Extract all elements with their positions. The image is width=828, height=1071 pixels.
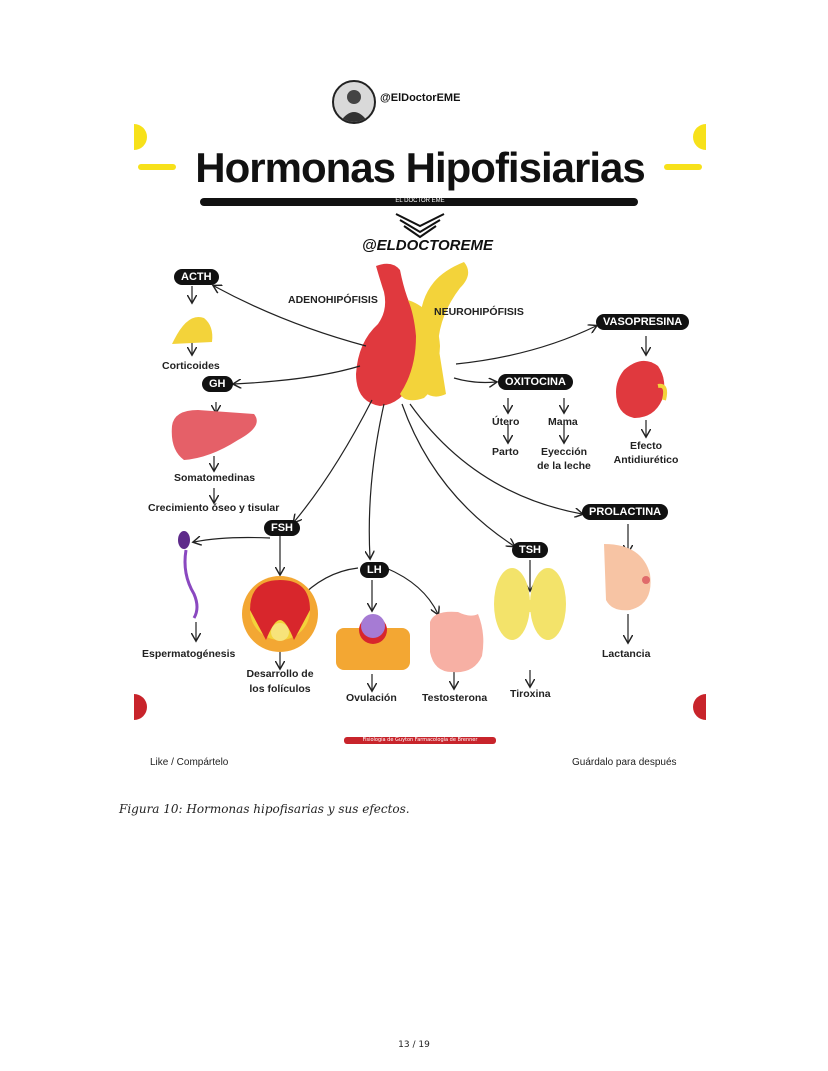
label-tiroxina: Tiroxina: [510, 688, 551, 700]
arrow-to-fsh: [294, 399, 373, 522]
pill-prolactina: PROLACTINA: [582, 504, 669, 520]
pill-acth: ACTH: [174, 269, 219, 285]
page-number: 13 / 19: [398, 1040, 430, 1050]
breast-shape: [604, 544, 651, 611]
label-desarrollo-2: los folículos: [249, 683, 311, 695]
sperm-shape: [178, 531, 199, 619]
label-utero: Útero: [492, 416, 520, 428]
figure-caption: Figura 10: Hormonas hipofisarias y sus e…: [119, 802, 410, 816]
thyroid-shape: [494, 568, 566, 640]
label-testosterona: Testosterona: [422, 692, 488, 704]
pill-vasopresina: VASOPRESINA: [596, 314, 690, 330]
kidney-shape: [616, 360, 668, 418]
ovulation-shape: [336, 614, 410, 670]
label-eyeccion-2: de la leche: [537, 460, 591, 472]
label-ovulacion: Ovulación: [346, 692, 397, 704]
corner-yellow-right: [693, 124, 706, 150]
label-espermatogenesis: Espermatogénesis: [142, 648, 236, 660]
arrow-fsh-to-sperm: [194, 538, 271, 543]
brand-handle: @ELDOCTOREME: [362, 237, 494, 254]
title-line-left: [138, 164, 176, 170]
label-eyeccion-1: Eyección: [540, 446, 588, 458]
pill-lh: LH: [360, 562, 389, 578]
infographic-title: Hormonas Hipofisiarias: [195, 144, 645, 191]
pill-tsh: TSH: [512, 542, 548, 558]
pituitary-gland: [356, 262, 469, 406]
label-mama: Mama: [548, 416, 578, 428]
label-neurohipofisis: NEUROHIPÓFISIS: [434, 306, 524, 318]
title-line-right: [664, 164, 702, 170]
corner-red-right: [693, 694, 706, 720]
references-banner: Fisiología de Guyton Farmacología de Bre…: [344, 737, 496, 744]
arrow-to-acth: [214, 286, 367, 347]
label-somatomedinas: Somatomedinas: [174, 472, 256, 484]
arrow-to-prolactina: [409, 403, 582, 514]
testis-shape: [430, 611, 484, 673]
corner-red-left: [134, 694, 147, 720]
footer-like: Like / Compártelo: [150, 757, 229, 768]
title-underline-bar: [200, 198, 638, 206]
corner-yellow-left: [134, 124, 147, 150]
pill-gh: GH: [202, 376, 233, 392]
arrow-to-vasopresina: [455, 326, 596, 365]
footer-save: Guárdalo para después: [572, 757, 677, 768]
label-corticoides: Corticoides: [162, 360, 220, 372]
arrow-to-tsh: [401, 403, 514, 546]
infographic-drawing: [134, 124, 706, 720]
label-parto: Parto: [492, 446, 519, 458]
arrow-lh-to-testis: [385, 567, 438, 614]
label-adenohipofisis: ADENOHIPÓFISIS: [288, 294, 378, 306]
label-crecimiento: Crecimiento óseo y tisular: [148, 502, 280, 514]
adrenal-gland-shape: [172, 316, 213, 344]
label-desarrollo-1: Desarrollo de: [246, 668, 314, 680]
liver-shape: [171, 410, 257, 460]
infographic-figure: @ElDoctorEME Hormonas Hipofisiarias EL D…: [134, 74, 706, 774]
title-sublabel: EL DOCTOR EME: [395, 198, 445, 204]
author-handle: @ElDoctorEME: [380, 92, 461, 104]
author-avatar: [332, 80, 376, 124]
pill-oxitocina: OXITOCINA: [498, 374, 573, 390]
nipple-shape: [642, 576, 650, 584]
label-efecto-2: Antidiurético: [613, 454, 679, 466]
brand-logo: [395, 213, 445, 239]
label-efecto-1: Efecto: [629, 440, 663, 452]
pill-fsh: FSH: [264, 520, 300, 536]
arrow-to-gh: [234, 365, 361, 384]
label-lactancia: Lactancia: [602, 648, 651, 660]
follicle-shape: [242, 576, 318, 652]
arrow-to-oxitocina: [453, 378, 496, 383]
arrow-to-lh: [369, 403, 385, 558]
